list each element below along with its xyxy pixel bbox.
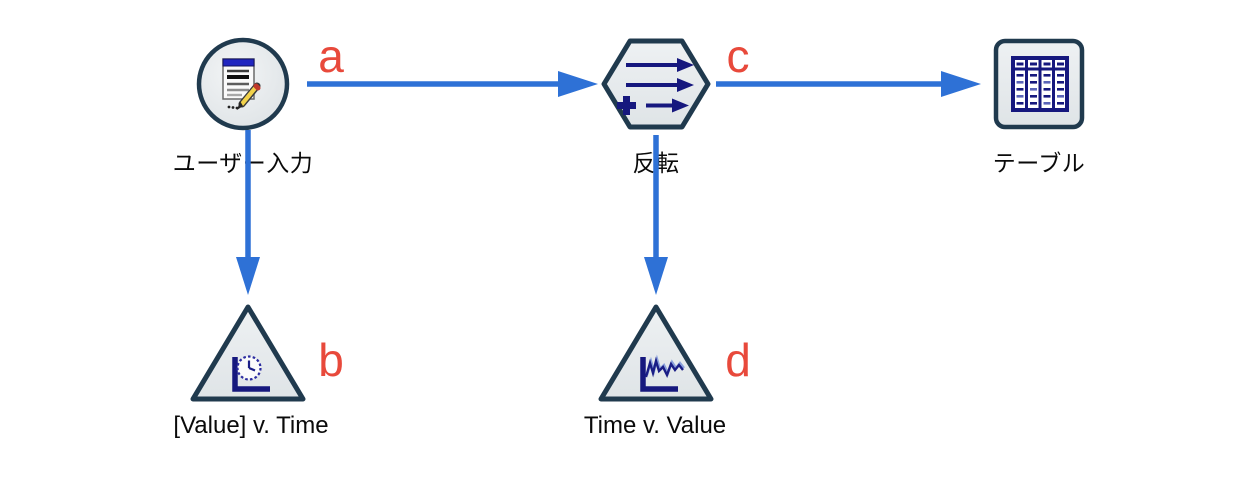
node-plot-value-time[interactable] (189, 301, 307, 405)
triangle-node-shape (598, 304, 714, 402)
annotation-letter-a: a (318, 30, 344, 82)
node-user-input[interactable] (196, 37, 290, 131)
node-label-plot-value-time: [Value] v. Time (173, 412, 329, 439)
user-input-document-pencil-icon (222, 58, 261, 110)
annotation-letter-b: b (318, 334, 344, 386)
node-table[interactable] (993, 38, 1085, 130)
wave-axis-plot-icon (640, 354, 685, 392)
triangle-node-shape (190, 304, 306, 402)
node-hanten[interactable] (600, 37, 712, 131)
node-plot-time-value[interactable] (597, 301, 715, 405)
link-user-input-to-hanten[interactable] (307, 71, 598, 97)
node-label-plot-time-value: Time v. Value (583, 412, 727, 439)
node-label-hanten: 反転 (632, 150, 680, 176)
node-label-user-input: ユーザー入力 (172, 150, 314, 176)
annotation-letter-c: c (726, 30, 750, 82)
link-hanten-to-table[interactable] (716, 71, 981, 97)
node-label-table: テーブル (992, 150, 1086, 176)
clock-axis-plot-icon (232, 355, 270, 392)
annotation-letter-d: d (725, 334, 751, 386)
table-grid-icon (1011, 56, 1069, 112)
derive-arrows-plus-icon (617, 58, 694, 115)
